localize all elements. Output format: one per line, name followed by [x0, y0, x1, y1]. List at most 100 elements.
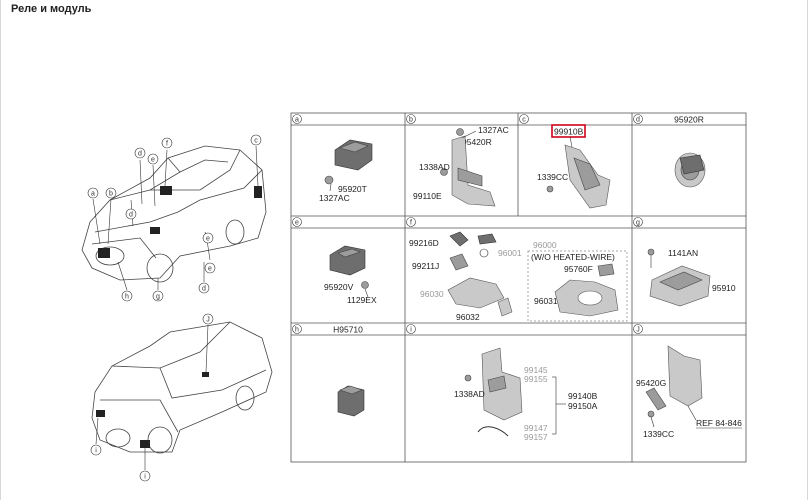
svg-text:e: e [151, 157, 155, 164]
part-99155: 99155 [524, 374, 548, 384]
cell-letter-c: c [519, 114, 529, 124]
part-96001: 96001 [498, 248, 522, 258]
cell-letter-i: i [406, 324, 416, 334]
svg-text:f: f [410, 220, 412, 227]
cell-h [337, 385, 365, 417]
note-wo-heated-wire: (W/O HEATED-WIRE) [531, 252, 615, 262]
svg-text:h: h [125, 294, 129, 301]
ref-84-846: REF 84-846 [696, 418, 742, 428]
part-95420R: 95420R [462, 137, 492, 147]
callout-e-3: e [147, 153, 159, 165]
part-99150A: 99150A [568, 401, 598, 411]
svg-text:g: g [636, 220, 640, 227]
svg-text:c: c [522, 117, 526, 124]
callout-rear-j-0: J [202, 313, 214, 325]
svg-text:d: d [202, 286, 206, 293]
cell-letter-d: d [633, 114, 643, 124]
part-99147: 99147 [524, 423, 548, 433]
car-front-callouts: f c d e a b d e e h g d [87, 134, 262, 302]
callout-e-7: e [202, 232, 214, 244]
part-99140B: 99140B [568, 391, 598, 401]
svg-text:i: i [144, 474, 146, 481]
svg-text:f: f [166, 141, 168, 148]
cell-d [674, 152, 706, 188]
svg-text:e: e [295, 220, 299, 227]
cell-c: 99910B 1339CC [537, 124, 611, 209]
part-1338AD: 1338AD [419, 162, 450, 172]
cell-letter-g: g [633, 217, 643, 227]
part-99211J: 99211J [412, 261, 439, 271]
svg-text:J: J [206, 317, 210, 324]
cell-letter-b: b [406, 114, 416, 124]
part-1129EX: 1129EX [347, 295, 377, 305]
svg-text:h: h [295, 327, 299, 334]
part-1339CC-j: 1339CC [643, 429, 674, 439]
part-1338AD-i: 1338AD [454, 389, 485, 399]
svg-text:i: i [95, 448, 97, 455]
callout-d-6: d [125, 208, 137, 220]
svg-text:b: b [109, 191, 113, 198]
cell-letter-h: h [292, 324, 302, 334]
callout-d-2: d [134, 147, 146, 159]
cell-d-header: 95920R [674, 115, 704, 125]
svg-text:e: e [206, 236, 210, 243]
svg-text:J: J [636, 327, 640, 334]
svg-text:e: e [208, 266, 212, 273]
callout-rear-i-1: i [90, 444, 102, 456]
callout-h-9: h [121, 290, 133, 302]
callout-a-4: a [87, 187, 99, 199]
part-1327AC: 1327AC [319, 193, 350, 203]
callout-e-8: e [204, 262, 216, 274]
car-rear-callouts: Ji i [90, 313, 214, 482]
svg-text:d: d [636, 117, 640, 124]
part-96000: 96000 [533, 240, 557, 250]
part-1141AN: 1141AN [668, 248, 698, 258]
cell-a: 95920T 1327AC [319, 139, 373, 203]
callout-f-0: f [161, 137, 173, 149]
svg-text:d: d [138, 151, 142, 158]
cell-b: 1327AC 95420R 1338AD 99110E [413, 125, 509, 207]
svg-text:a: a [295, 117, 299, 124]
cell-i: 99145 99155 1338AD 99140B 99150A 99147 9… [454, 347, 598, 442]
part-95420G: 95420G [636, 378, 666, 388]
part-99157: 99157 [524, 432, 548, 442]
callout-g-10: g [152, 290, 164, 302]
cell-e: 95920V 1129EX [324, 245, 377, 305]
callout-b-5: b [105, 187, 117, 199]
part-99910B: 99910B [554, 127, 584, 137]
cell-letter-f: f [406, 217, 416, 227]
part-96030: 96030 [420, 289, 444, 299]
part-1339CC: 1339CC [537, 172, 568, 182]
part-99216D: 99216D [409, 238, 439, 248]
cell-letter-e: e [292, 217, 302, 227]
part-95910: 95910 [712, 283, 736, 293]
part-99110E: 99110E [413, 191, 442, 201]
page-title: Реле и модуль [11, 3, 92, 15]
svg-text:c: c [254, 138, 258, 145]
part-95760F: 95760F [564, 264, 593, 274]
cell-letter-j: J [633, 324, 643, 334]
callout-d-11: d [198, 282, 210, 294]
part-1327AC-b: 1327AC [478, 125, 509, 135]
cell-g: 1141AN 95910 [647, 248, 736, 307]
part-96032: 96032 [456, 312, 480, 322]
parts-grid [290, 112, 747, 463]
cell-letter-a: a [292, 114, 302, 124]
part-96031: 96031 [534, 296, 558, 306]
svg-text:b: b [409, 117, 413, 124]
part-95920T: 95920T [338, 184, 367, 194]
part-99145: 99145 [524, 365, 548, 375]
car-rear-view [91, 321, 273, 470]
callout-rear-i-2: i [139, 470, 151, 482]
svg-text:i: i [410, 327, 412, 334]
part-95920V: 95920V [324, 282, 354, 292]
highlight-box [551, 124, 586, 138]
cell-h-header: H95710 [333, 325, 363, 335]
car-front-view [81, 145, 267, 291]
cell-f: 99216D 99211J 96030 96032 96001 96000 (W… [409, 231, 628, 322]
svg-text:d: d [129, 212, 133, 219]
svg-text:g: g [156, 294, 160, 301]
callout-c-1: c [250, 134, 262, 146]
